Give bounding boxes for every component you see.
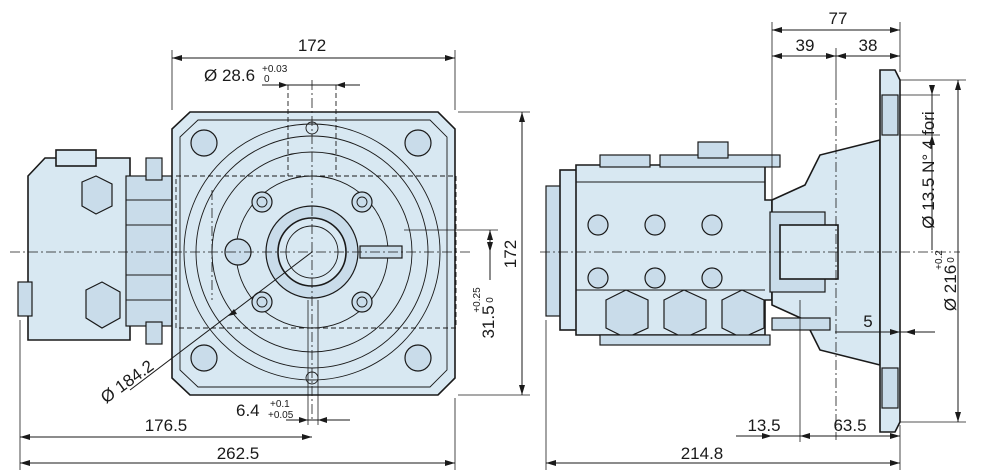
side-flange-hole-top	[881, 94, 899, 136]
manifold-nut-top	[81, 175, 113, 215]
side-flange-hole-bottom	[881, 367, 899, 409]
side-valve-2	[663, 289, 707, 339]
side-bottom-rail	[599, 334, 771, 346]
dim-height-right: 172	[501, 240, 520, 268]
dim-bore-tol-lower: 0	[264, 74, 270, 85]
side-view-dimensions: 77 39 38 Ø 13.5 N° 4 fori Ø 216 +0.2 0 5	[545, 9, 966, 470]
dim-center-offset: 176.5	[145, 416, 188, 435]
side-top-rail-1	[599, 154, 651, 168]
side-valve-3	[721, 289, 765, 339]
front-view-pump	[10, 80, 470, 420]
manifold-neck	[125, 175, 173, 327]
dim-bore-diameter: Ø 28.6	[204, 66, 255, 85]
manifold-plug	[17, 281, 33, 317]
dim-shaft-length: 63.5	[833, 416, 866, 435]
dim-overall-length-side: 214.8	[681, 444, 724, 463]
dim-shaft-step: 13.5	[747, 416, 780, 435]
dim-pilot-tol-upper: +0.2	[934, 250, 945, 270]
stud-top	[145, 157, 163, 181]
side-view-pump	[540, 69, 960, 440]
manifold-nut-bottom	[85, 281, 121, 329]
bolt-hole-3	[251, 291, 273, 313]
side-breather	[697, 141, 729, 159]
dim-key-tol-lower: +0.05	[268, 410, 294, 421]
dim-seg-a: 39	[796, 36, 815, 55]
bolt-hole-2	[351, 191, 373, 213]
bolt-hole-1	[251, 191, 273, 213]
side-bolt	[771, 317, 831, 331]
dim-width-top: 172	[298, 36, 326, 55]
dim-hole-spec: Ø 13.5 N° 4 fori	[919, 111, 938, 228]
flange-hole-br	[404, 344, 432, 372]
dim-key-tol-upper: +0.1	[270, 399, 290, 410]
dim-pilot-diameter: Ø 216	[941, 265, 960, 311]
flange-hole-bl	[190, 344, 218, 372]
flange-hole-tl	[190, 129, 218, 157]
dim-overall-length: 262.5	[217, 444, 260, 463]
manifold-cap	[55, 149, 97, 167]
dim-flange-depth: 77	[829, 9, 848, 28]
dim-keyway-offset: 31.5	[479, 305, 498, 338]
flange-hole-tr	[404, 129, 432, 157]
side-valve-1	[605, 289, 649, 339]
dim-keyway-tol-upper: +0.25	[472, 287, 483, 313]
dim-seg-b: 38	[859, 36, 878, 55]
dim-bore-tol-upper: +0.03	[262, 64, 288, 75]
dim-bolt-circle: Ø 184.2	[97, 356, 157, 407]
dim-key-width: 6.4	[236, 401, 260, 420]
dim-pilot-step: 5	[863, 312, 872, 331]
bolt-hole-4	[351, 291, 373, 313]
dim-keyway-tol-lower: 0	[485, 297, 496, 303]
stud-bottom	[145, 321, 163, 345]
dim-pilot-tol-lower: 0	[946, 257, 957, 263]
